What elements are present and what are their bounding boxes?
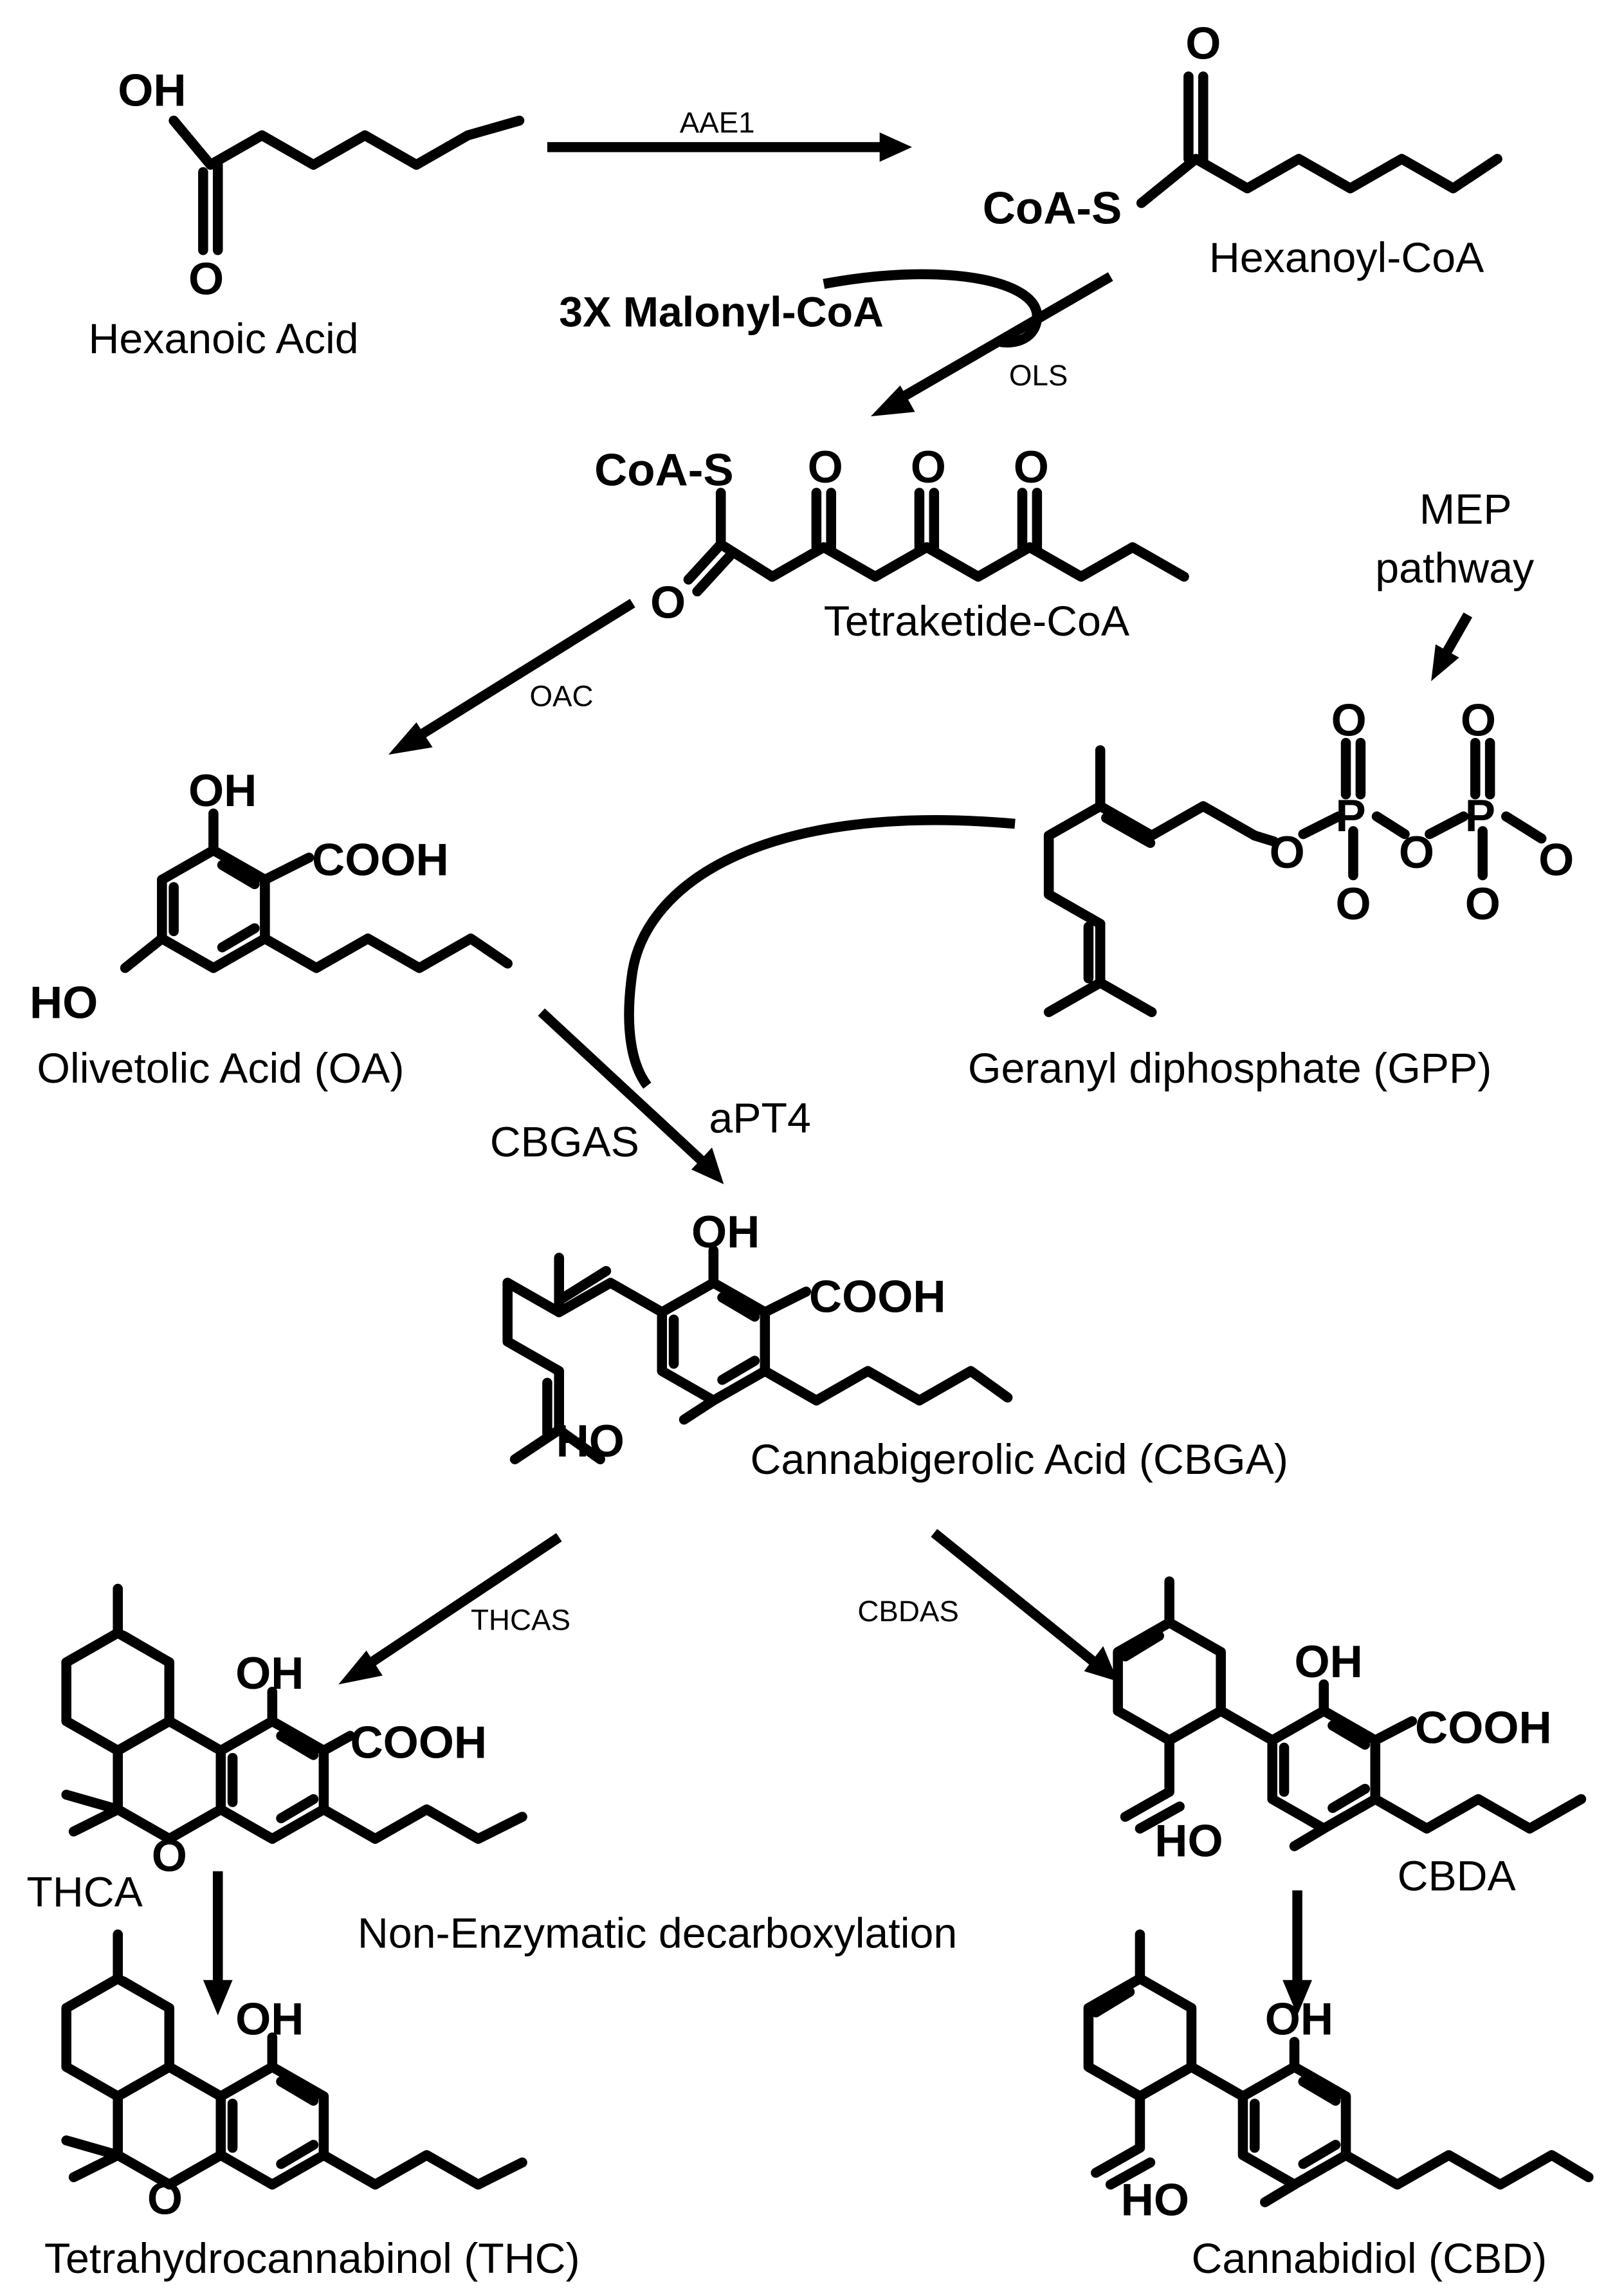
gpp-p1-label: P bbox=[1336, 791, 1366, 841]
mep-label-line1: MEP bbox=[1419, 486, 1512, 533]
thca-oh-label: OH bbox=[235, 1648, 304, 1699]
tetraketide-coa-name: Tetraketide-CoA bbox=[824, 598, 1130, 645]
cbda-structure: OH COOH HO bbox=[1113, 1576, 1587, 1867]
oa-ho-label: HO bbox=[30, 977, 98, 1028]
tetraketide-o3-label: O bbox=[1014, 442, 1049, 493]
cbdas-arrow bbox=[931, 1529, 1118, 1682]
cbdas-enzyme-label: CBDAS bbox=[857, 1595, 959, 1628]
gpp-o4-label: O bbox=[1399, 827, 1434, 878]
tetraketide-coas-label: CoA-S bbox=[594, 445, 734, 496]
hexanoic-acid-name: Hexanoic Acid bbox=[88, 315, 358, 363]
oa-cooh-label: COOH bbox=[312, 835, 449, 886]
olivetolic-acid-structure: OH COOH HO bbox=[30, 766, 513, 1028]
cbd-name: Cannabidiol (CBD) bbox=[1191, 2235, 1547, 2283]
gpp-o6-label: O bbox=[1336, 879, 1371, 930]
hexanoyl-coas-label: CoA-S bbox=[983, 183, 1122, 234]
gpp-name: Geranyl diphosphate (GPP) bbox=[968, 1045, 1492, 1092]
hexanoic-o-label: O bbox=[188, 253, 224, 304]
cbda-name: CBDA bbox=[1398, 1852, 1517, 1900]
cbga-name: Cannabigerolic Acid (CBGA) bbox=[750, 1436, 1288, 1484]
ols-enzyme-label: OLS bbox=[1009, 359, 1068, 392]
thca-cooh-label: COOH bbox=[350, 1718, 487, 1769]
oa-oh-label: OH bbox=[188, 766, 257, 816]
thc-structure: OH O bbox=[66, 1935, 527, 2224]
gpp-p2-label: P bbox=[1465, 791, 1495, 841]
gpp-o7-label: O bbox=[1465, 879, 1501, 930]
gpp-o1-label: O bbox=[1331, 695, 1367, 746]
olivetolic-acid-name: Olivetolic Acid (OA) bbox=[37, 1045, 404, 1092]
hexanoic-acid-structure: OH O bbox=[118, 66, 525, 304]
cbga-structure: OH COOH HO bbox=[502, 1207, 1013, 1467]
mep-label-line2: pathway bbox=[1375, 545, 1535, 593]
thc-o-label: O bbox=[147, 2173, 183, 2224]
thc-name: Tetrahydrocannabinol (THC) bbox=[44, 2235, 580, 2283]
aae1-enzyme-label: AAE1 bbox=[680, 106, 755, 139]
cbgas-arrow bbox=[538, 815, 1016, 1184]
tetraketide-o2-label: O bbox=[911, 442, 946, 493]
cbgas-enzyme-label: CBGAS bbox=[490, 1118, 639, 1166]
cbga-cooh-label: COOH bbox=[809, 1272, 946, 1323]
cbda-oh-label: OH bbox=[1295, 1637, 1363, 1687]
tetraketide-o4-label: O bbox=[650, 577, 686, 628]
gpp-o5-label: O bbox=[1538, 835, 1574, 886]
thca-o-label: O bbox=[152, 1831, 187, 1882]
oac-enzyme-label: OAC bbox=[529, 680, 593, 713]
decarboxylation-label: Non-Enzymatic decarboxylation bbox=[358, 1910, 957, 1958]
tetraketide-o1-label: O bbox=[808, 442, 843, 493]
hexanoyl-o-label: O bbox=[1185, 18, 1221, 69]
aae1-arrow bbox=[547, 132, 912, 162]
cbda-cooh-label: COOH bbox=[1415, 1703, 1552, 1754]
cbd-oh-label: OH bbox=[1265, 1994, 1333, 2045]
thca-decarb-arrow bbox=[203, 1871, 233, 2016]
cbga-oh-label: OH bbox=[691, 1207, 760, 1258]
thcas-arrow bbox=[338, 1533, 562, 1685]
ols-arrow bbox=[823, 269, 1113, 417]
malonyl-coa-reagent: 3X Malonyl-CoA bbox=[559, 289, 884, 336]
cbd-structure: OH HO bbox=[1083, 1929, 1594, 2226]
hexanoic-oh-label: OH bbox=[118, 66, 186, 116]
cbda-ho-label: HO bbox=[1154, 1816, 1223, 1867]
thca-name: THCA bbox=[26, 1868, 143, 1916]
gpp-o2-label: O bbox=[1461, 695, 1496, 746]
tetraketide-coa-structure: CoA-S O O O O bbox=[594, 442, 1189, 628]
mep-arrow bbox=[1431, 612, 1473, 681]
hexanoyl-coa-structure: O CoA-S bbox=[983, 18, 1502, 234]
oac-arrow bbox=[388, 598, 635, 755]
gpp-o3-label: O bbox=[1270, 827, 1305, 878]
cbga-ho-label: HO bbox=[556, 1416, 625, 1467]
cbda-decarb-arrow bbox=[1282, 1890, 1312, 2016]
thca-structure: OH COOH O bbox=[66, 1589, 527, 1882]
thcas-enzyme-label: THCAS bbox=[471, 1604, 570, 1637]
thc-oh-label: OH bbox=[235, 1994, 304, 2045]
gpp-structure: O O P P O O O O O bbox=[1043, 695, 1574, 1017]
cbd-ho-label: HO bbox=[1121, 2175, 1189, 2226]
apt4-enzyme-label: aPT4 bbox=[709, 1095, 810, 1143]
hexanoyl-coa-name: Hexanoyl-CoA bbox=[1209, 234, 1484, 282]
